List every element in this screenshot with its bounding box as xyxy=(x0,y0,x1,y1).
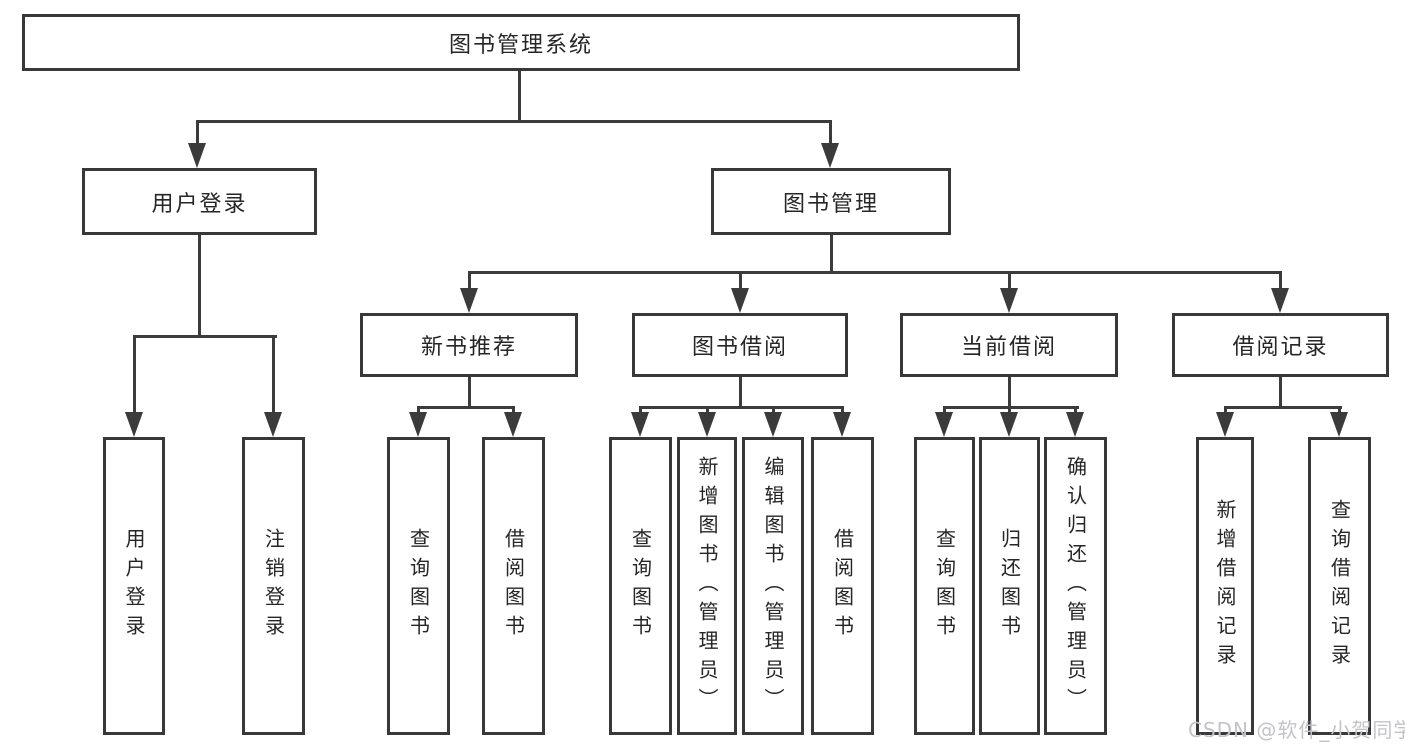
connector-user-login-stem xyxy=(198,235,201,337)
arrowhead-to-leaf-user-login xyxy=(125,412,143,437)
arrowhead-to-bb-borrow xyxy=(833,412,851,437)
connector-cb-bar xyxy=(943,406,1079,409)
connector-book-management-stem xyxy=(830,235,833,273)
leaf-br-query-record: 查询借阅记录 xyxy=(1308,437,1371,735)
arrowhead-to-cb-query xyxy=(935,412,953,437)
connector-book-management-bar xyxy=(468,271,1282,274)
arrowhead-to-cb-confirm xyxy=(1066,412,1084,437)
node-label: 用户登录 xyxy=(151,191,248,217)
connector-nbr-stem xyxy=(468,377,471,408)
leaf-bb-add-book-admin: 新增图书（管理员） xyxy=(677,437,737,735)
node-current-borrow: 当前借阅 xyxy=(900,313,1118,377)
connector-nbr-bar xyxy=(417,406,515,409)
connector-bm-drop-2 xyxy=(739,271,742,293)
arrowhead-to-borrow-record xyxy=(1271,288,1289,313)
arrowhead-to-new-book-recommend xyxy=(460,288,478,313)
arrowhead-to-bb-edit xyxy=(764,412,782,437)
node-label: 注销登录 xyxy=(261,528,286,644)
node-label: 借阅记录 xyxy=(1232,335,1329,360)
connector-bm-drop-4 xyxy=(1279,271,1282,293)
connector-bb-stem xyxy=(739,377,742,408)
connector-root-drop-right xyxy=(829,120,832,150)
connector-user-login-drop-1 xyxy=(133,335,136,415)
node-label: 确认归还（管理员） xyxy=(1063,455,1088,717)
node-book-management: 图书管理 xyxy=(711,168,951,235)
node-label: 新书推荐 xyxy=(420,335,517,360)
node-label: 图书管理系统 xyxy=(448,32,593,58)
connector-user-login-drop-2 xyxy=(272,335,275,415)
leaf-cb-query-book: 查询图书 xyxy=(914,437,975,735)
node-label: 借阅图书 xyxy=(501,528,526,644)
connector-root-drop-left xyxy=(196,120,199,150)
node-label: 用户登录 xyxy=(122,528,146,644)
leaf-bb-query-book: 查询图书 xyxy=(609,437,672,735)
arrowhead-to-book-management xyxy=(821,143,839,168)
arrowhead-to-current-borrow xyxy=(1000,288,1018,313)
node-book-borrow: 图书借阅 xyxy=(632,313,848,377)
connector-cb-stem xyxy=(1008,377,1011,408)
connector-user-login-bar xyxy=(133,335,277,338)
arrowhead-to-leaf-logout xyxy=(264,412,282,437)
node-library-management-system: 图书管理系统 xyxy=(22,14,1020,71)
leaf-logout-login: 注销登录 xyxy=(242,437,305,735)
leaf-user-login: 用户登录 xyxy=(103,437,165,735)
node-label: 查询图书 xyxy=(932,528,957,644)
node-user-login: 用户登录 xyxy=(82,168,317,235)
connector-bm-drop-1 xyxy=(468,271,471,293)
connector-root-stem xyxy=(518,71,521,123)
node-new-book-recommend: 新书推荐 xyxy=(360,313,578,377)
leaf-bb-edit-book-admin: 编辑图书（管理员） xyxy=(742,437,804,735)
leaf-cb-return-book: 归还图书 xyxy=(979,437,1040,735)
leaf-nbr-borrow-book: 借阅图书 xyxy=(482,437,545,735)
connector-br-stem xyxy=(1279,377,1282,408)
node-label: 图书借阅 xyxy=(691,335,788,360)
node-label: 当前借阅 xyxy=(960,335,1057,360)
node-label: 新增图书（管理员） xyxy=(695,455,719,717)
node-label: 新增借阅记录 xyxy=(1213,499,1237,673)
node-label: 归还图书 xyxy=(997,528,1022,644)
leaf-cb-confirm-return-admin: 确认归还（管理员） xyxy=(1044,437,1107,735)
arrowhead-to-book-borrow xyxy=(731,288,749,313)
arrowhead-to-cb-return xyxy=(1000,412,1018,437)
arrowhead-to-bb-add xyxy=(698,412,716,437)
node-label: 编辑图书（管理员） xyxy=(761,455,785,717)
arrowhead-to-nbr-borrow xyxy=(504,412,522,437)
connector-br-bar xyxy=(1224,406,1342,409)
arrowhead-to-bb-query xyxy=(631,412,649,437)
arrowhead-to-nbr-query xyxy=(409,412,427,437)
connector-bm-drop-3 xyxy=(1008,271,1011,293)
arrowhead-to-br-add xyxy=(1216,412,1234,437)
node-label: 借阅图书 xyxy=(830,528,855,644)
leaf-nbr-query-book: 查询图书 xyxy=(387,437,450,735)
csdn-watermark: CSDN @软件_小贺同学 xyxy=(1188,718,1405,742)
node-label: 查询图书 xyxy=(628,528,653,644)
arrowhead-to-user-login xyxy=(188,143,206,168)
node-label: 图书管理 xyxy=(782,191,879,217)
node-label: 查询借阅记录 xyxy=(1327,499,1352,673)
connector-root-bar xyxy=(196,120,832,123)
arrowhead-to-br-query xyxy=(1330,412,1348,437)
connector-bb-bar xyxy=(639,406,844,409)
leaf-br-add-record: 新增借阅记录 xyxy=(1196,437,1254,735)
node-borrow-record: 借阅记录 xyxy=(1172,313,1389,377)
leaf-bb-borrow-book: 借阅图书 xyxy=(811,437,874,735)
node-label: 查询图书 xyxy=(406,528,431,644)
